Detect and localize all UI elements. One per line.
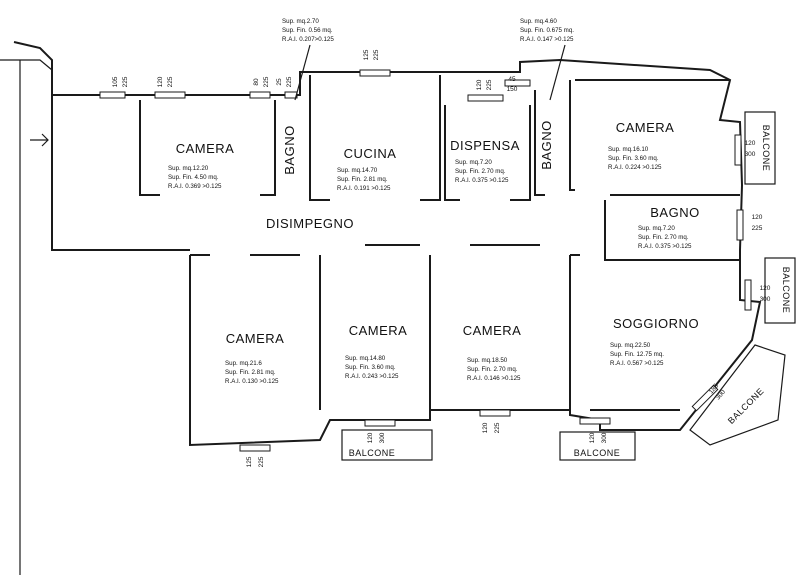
dim-15-a: 120 [589,432,596,443]
dim-1-a: 105 [112,76,119,87]
room-camera-2-stat-0: Sup. mq.16.10 [608,146,649,153]
room-cucina-stat-2: R.A.I. 0.191 >0.125 [337,185,391,192]
dim-14-a: 120 [482,422,489,433]
room-camera-4-name: CAMERA [349,323,408,338]
balcone-1-label: BALCONE [761,125,771,172]
room-bagno-3-stat-2: R.A.I. 0.375 >0.125 [638,243,692,250]
dim-9-a: 120 [752,214,763,221]
balcone-2-outline [764,257,796,324]
dim-8-a: 120 [745,140,756,147]
dim-7-a: 45 [508,76,516,83]
balcone-3-label: BALCONE [726,386,766,426]
room-bagno-1-name: BAGNO [282,125,297,174]
dim-3-b: 225 [263,76,270,87]
room-camera-4-stat-0: Sup. mq.14.80 [345,355,386,362]
dim-2-a: 120 [157,76,164,87]
room-camera-1-stat-0: Sup. mq.12.20 [168,165,209,172]
bagno-1-note-0: Sup. mq.2.70 [282,18,319,25]
room-dispensa-stat-1: Sup. Fin. 2.70 mq. [455,168,506,175]
room-camera-1-stat-2: R.A.I. 0.369 >0.125 [168,183,222,190]
room-dispensa-name: DISPENSA [450,138,520,153]
bagno-2-note-2: R.A.I. 0.147 >0.125 [520,36,574,43]
balcone-3-outline [689,344,786,446]
bagno-2-note-1: Sup. Fin. 0.675 mq. [520,27,574,34]
balcone-5-label: BALCONE [574,448,621,458]
dim-2-b: 225 [167,76,174,87]
dim-7-b: 150 [507,86,518,93]
dim-9-b: 225 [752,225,763,232]
dim-15-b: 300 [601,432,608,443]
room-camera-2-name: CAMERA [616,120,675,135]
room-camera-4-stat-1: Sup. Fin. 3.60 mq. [345,364,396,371]
bagno-1-note-2: R.A.I. 0.207>0.125 [282,36,334,43]
dim-5-a: 125 [363,49,370,60]
bagno-2-note-0: Sup. mq.4.60 [520,18,557,25]
balcone-5-outline [559,431,636,461]
room-camera-5-stat-1: Sup. Fin. 2.70 mq. [467,366,518,373]
dim-4-a: 25 [276,78,283,86]
dim-1-b: 225 [122,76,129,87]
dim-13-a: 120 [367,432,374,443]
room-camera-2-stat-2: R.A.I. 0.224 >0.125 [608,164,662,171]
room-camera-3-stat-1: Sup. Fin. 2.81 mq. [225,369,276,376]
outer-walls [0,41,762,575]
balcone-1-outline [744,111,776,185]
dim-13-b: 300 [379,432,386,443]
room-camera-1-stat-1: Sup. Fin. 4.50 mq. [168,174,219,181]
balcone-2-label: BALCONE [781,267,791,314]
bagno-notes: Sup. mq.2.70 Sup. Fin. 0.56 mq. R.A.I. 0… [282,18,574,101]
room-camera-1-name: CAMERA [176,141,235,156]
room-camera-5-stat-2: R.A.I. 0.146 >0.125 [467,375,521,382]
room-camera-3-stat-2: R.A.I. 0.130 >0.125 [225,378,279,385]
dim-10-a: 120 [760,285,771,292]
dim-4-b: 225 [286,76,293,87]
bagno-1-note-1: Sup. Fin. 0.56 mq. [282,27,333,34]
room-bagno-2-name: BAGNO [539,120,554,169]
dim-3-a: 80 [253,78,260,86]
inner-walls [139,75,740,411]
dimension-labels: 105 225 120 225 80 225 25 225 125 225 12… [112,49,771,467]
balconies: BALCONE BALCONE BALCONE BALCONE BALCONE [341,111,796,461]
dim-8-b: 300 [745,151,756,158]
room-camera-3-name: CAMERA [226,331,285,346]
room-bagno-3-stat-0: Sup. mq.7.20 [638,225,675,232]
room-bagno-3-name: BAGNO [650,205,699,220]
room-cucina-stat-1: Sup. Fin. 2.81 mq. [337,176,388,183]
windows [99,69,752,452]
entrance-arrow-icon [30,133,49,147]
room-soggiorno-stat-0: Sup. mq.22.50 [610,342,651,349]
dim-6-b: 225 [486,79,493,90]
room-disimpegno-name: DISIMPEGNO [266,216,354,231]
room-dispensa-stat-0: Sup. mq.7.20 [455,159,492,166]
room-soggiorno-stat-1: Sup. Fin. 12.75 mq. [610,351,664,358]
room-dispensa-stat-2: R.A.I. 0.375 >0.125 [455,177,509,184]
room-cucina-stat-0: Sup. mq.14.70 [337,167,378,174]
room-bagno-3-stat-1: Sup. Fin. 2.70 mq. [638,234,689,241]
dim-14-b: 225 [494,422,501,433]
room-soggiorno-name: SOGGIORNO [613,316,699,331]
dim-12-b: 225 [258,456,265,467]
dim-10-b: 300 [760,296,771,303]
room-cucina-name: CUCINA [344,146,397,161]
room-camera-3-stat-0: Sup. mq.21.6 [225,360,262,367]
room-camera-5-stat-0: Sup. mq.18.50 [467,357,508,364]
balcone-4-label: BALCONE [349,448,396,458]
dim-6-a: 120 [476,79,483,90]
balcone-4-outline [341,429,433,461]
room-camera-5-name: CAMERA [463,323,522,338]
dim-12-a: 125 [246,456,253,467]
rooms: CAMERA Sup. mq.12.20 Sup. Fin. 4.50 mq. … [168,120,699,385]
room-camera-4-stat-2: R.A.I. 0.243 >0.125 [345,373,399,380]
dim-5-b: 225 [373,49,380,60]
room-soggiorno-stat-2: R.A.I. 0.567 >0.125 [610,360,664,367]
room-camera-2-stat-1: Sup. Fin. 3.60 mq. [608,155,659,162]
